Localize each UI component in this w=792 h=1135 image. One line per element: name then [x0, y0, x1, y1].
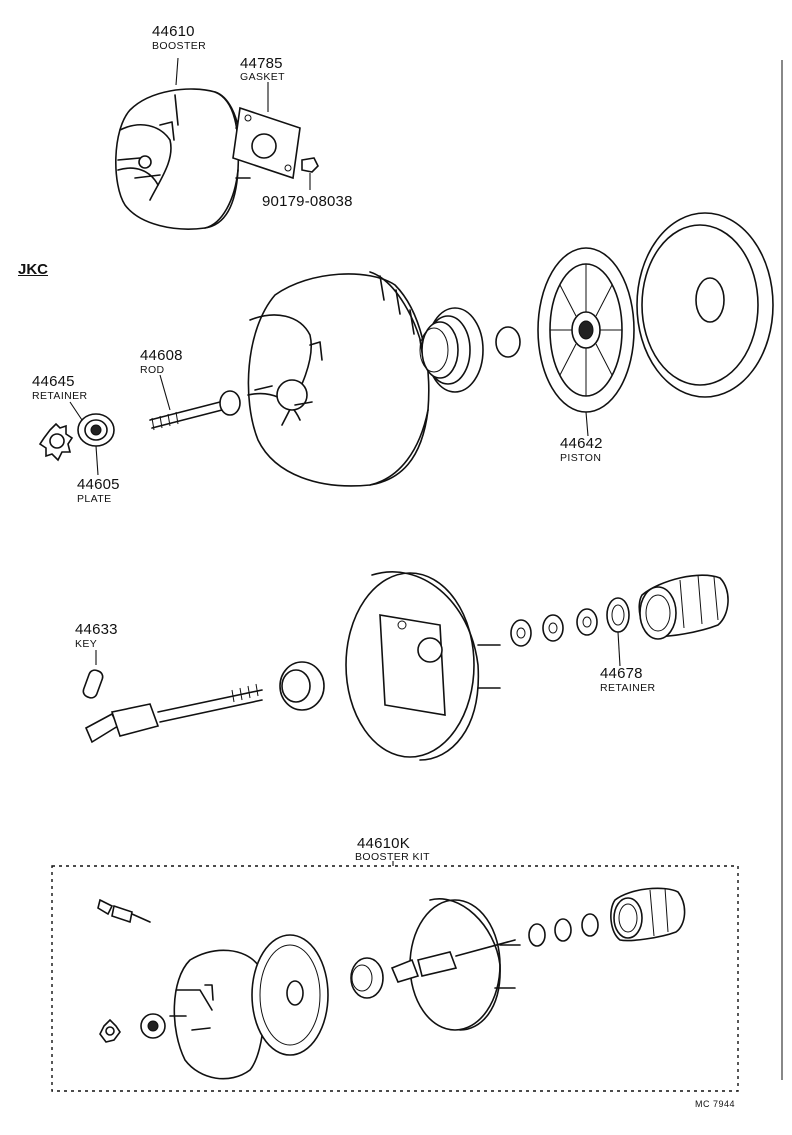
- booster-kit-drawing: [97, 887, 686, 1080]
- kit-part-number: 44610K: [357, 835, 410, 852]
- key-part-number: 44633: [75, 621, 118, 638]
- front-shell-exploded-drawing: [82, 571, 729, 761]
- booster-assembly-top-drawing: [115, 57, 319, 230]
- key-part-name: KEY: [75, 638, 98, 650]
- gasket-part-name: GASKET: [240, 71, 285, 83]
- plate-part-name: PLATE: [77, 493, 112, 505]
- rod-part-name: ROD: [140, 364, 165, 376]
- kit-part-name: BOOSTER KIT: [355, 851, 430, 863]
- retainer-part-name: RETAINER: [32, 390, 88, 402]
- piston-part-name: PISTON: [560, 452, 602, 464]
- retainer-2-part-name: RETAINER: [600, 682, 656, 694]
- jkc-exploded-drawing: [38, 212, 774, 487]
- section-label-jkc: JKC: [18, 261, 49, 278]
- piston-part-number: 44642: [560, 435, 603, 452]
- booster-part-number: 44610: [152, 23, 195, 40]
- gasket-part-number: 44785: [240, 55, 283, 72]
- rod-part-number: 44608: [140, 347, 183, 364]
- booster-kit-box: [51, 865, 739, 1092]
- retainer-2-part-number: 44678: [600, 665, 643, 682]
- booster-part-name: BOOSTER: [152, 40, 207, 52]
- nut-part-number: 90179-08038: [262, 193, 353, 210]
- retainer-part-number: 44645: [32, 373, 75, 390]
- plate-part-number: 44605: [77, 476, 120, 493]
- figure-code: MC 7944: [695, 1099, 736, 1109]
